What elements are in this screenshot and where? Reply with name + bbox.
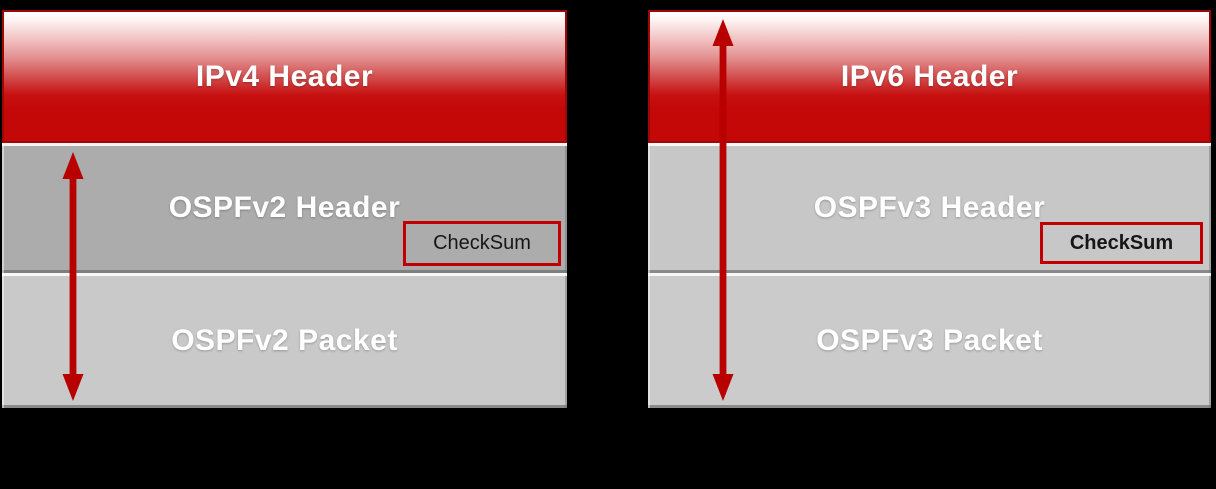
block-ipv6-header: IPv6 Header (648, 10, 1211, 143)
block-ospfv3-header: OSPFv3 Header (648, 143, 1211, 273)
block-label-ospfv2-packet: OSPFv2 Packet (171, 323, 398, 357)
block-label-ospfv2-header: OSPFv2 Header (168, 191, 401, 224)
block-label-ipv4-header: IPv4 Header (195, 59, 374, 93)
block-ospfv2-packet: OSPFv2 Packet (2, 273, 567, 408)
checksum-label-ospfv2: CheckSum (433, 232, 531, 254)
block-ospfv3-packet: OSPFv3 Packet (648, 273, 1211, 408)
block-label-ospfv3-packet: OSPFv3 Packet (816, 323, 1043, 357)
block-label-ospfv3-header: OSPFv3 Header (813, 191, 1046, 224)
checksum-box-ospfv2: CheckSum (403, 221, 561, 266)
block-ospfv2-header: OSPFv2 Header (2, 143, 567, 273)
checksum-box-ospfv3: CheckSum (1040, 222, 1203, 264)
checksum-label-ospfv3: CheckSum (1069, 231, 1174, 254)
ospfv2-stack-diagram: IPv4 Header OSPFv2 Header OSPFv2 Packet … (2, 10, 567, 408)
ospfv3-stack-diagram: IPv6 Header OSPFv3 Header OSPFv3 Packet … (648, 10, 1211, 408)
block-label-ipv6-header: IPv6 Header (840, 59, 1019, 93)
block-ipv4-header: IPv4 Header (2, 10, 567, 143)
